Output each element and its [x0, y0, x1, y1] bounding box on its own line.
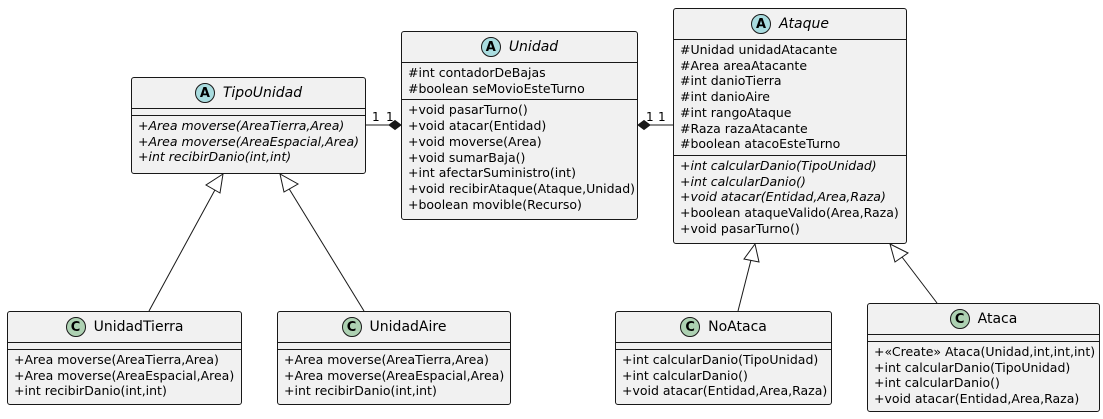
class-name: TipoUnidad	[222, 85, 303, 101]
attribute: #Raza razaAtacante	[680, 120, 808, 136]
method: +void pasarTurno()	[680, 220, 800, 236]
class-header: A TipoUnidad	[132, 78, 365, 109]
class-name: Ataque	[778, 16, 830, 32]
inheritance-arrow-unidadtierra	[205, 172, 224, 194]
attributes-section	[278, 343, 510, 350]
inheritance-line-unidadaire	[287, 186, 365, 312]
class-noataca[interactable]: C NoAtaca +int calcularDanio(TipoUnidad)…	[615, 311, 832, 405]
method: +int calcularDanio()	[622, 367, 748, 383]
method: +void sumarBaja()	[408, 149, 526, 165]
class-name: Unidad	[508, 39, 559, 55]
method: +Area moverse(AreaEspacial,Area)	[14, 367, 235, 383]
inheritance-line-ataca	[901, 256, 938, 304]
methods-section: +int calcularDanio(TipoUnidad) +int calc…	[674, 156, 906, 240]
inheritance-arrow-unidadaire	[279, 173, 300, 193]
attributes-section: #int contadorDeBajas #boolean seMovioEst…	[402, 63, 637, 101]
class-unidadaire[interactable]: C UnidadAire +Area moverse(AreaTierra,Ar…	[277, 311, 511, 405]
method: +void atacar(Entidad,Area,Raza)	[874, 391, 1080, 407]
class-ataca[interactable]: C Ataca +«Create» Ataca(Unidad,int,int,i…	[867, 303, 1100, 412]
method: +void recibirAtaque(Ataque,Unidad)	[408, 180, 636, 196]
multiplicity-unidad-right: 1	[646, 110, 654, 124]
method: +boolean movible(Recurso)	[408, 196, 582, 212]
class-name: NoAtaca	[708, 319, 767, 335]
method: +void atacar(Entidad)	[408, 118, 547, 134]
method: +int calcularDanio(TipoUnidad)	[680, 157, 877, 173]
class-unidadtierra[interactable]: C UnidadTierra +Area moverse(AreaTierra,…	[7, 311, 242, 405]
attribute: #int danioTierra	[680, 73, 782, 89]
method: +int calcularDanio()	[680, 173, 806, 189]
method: +int recibirDanio(int,int)	[284, 383, 437, 399]
method: +int calcularDanio(TipoUnidad)	[622, 352, 819, 367]
abstract-class-icon: A	[194, 83, 215, 103]
inheritance-line-unidadtierra	[148, 187, 217, 312]
method: +int calcularDanio(TipoUnidad)	[874, 359, 1071, 375]
abstract-class-icon: A	[750, 14, 771, 34]
attributes-section: #Unidad unidadAtacante #Area areaAtacant…	[674, 40, 906, 156]
class-header: C UnidadTierra	[8, 312, 241, 343]
method: +Area moverse(AreaTierra,Area)	[138, 118, 345, 133]
attribute: #Unidad unidadAtacante	[680, 42, 838, 57]
class-icon: C	[65, 317, 86, 337]
class-header: C NoAtaca	[616, 312, 831, 343]
method: +Area moverse(AreaTierra,Area)	[14, 352, 219, 367]
method: +int recibirDanio(int,int)	[138, 149, 292, 165]
method: +Area moverse(AreaEspacial,Area)	[284, 367, 505, 383]
attributes-section	[868, 335, 1099, 342]
methods-section: +int calcularDanio(TipoUnidad) +int calc…	[616, 350, 831, 402]
attribute: #boolean seMovioEsteTurno	[408, 80, 585, 96]
class-name: UnidadTierra	[93, 319, 184, 335]
attribute: #int contadorDeBajas	[408, 65, 546, 80]
methods-section: +Area moverse(AreaTierra,Area) +Area mov…	[132, 116, 365, 168]
attribute: #Area areaAtacante	[680, 57, 808, 73]
attribute: #boolean atacoEsteTurno	[680, 136, 841, 152]
methods-section: +void pasarTurno() +void atacar(Entidad)…	[402, 100, 637, 215]
method: +«Create» Ataca(Unidad,int,int,int)	[874, 344, 1096, 359]
method: +boolean ataqueValido(Area,Raza)	[680, 205, 899, 221]
multiplicity-unidad-left: 1	[386, 110, 394, 124]
class-ataque[interactable]: A Ataque #Unidad unidadAtacante #Area ar…	[673, 8, 907, 244]
abstract-class-icon: A	[480, 37, 501, 57]
method: +int afectarSuministro(int)	[408, 165, 576, 181]
class-tipounidad[interactable]: A TipoUnidad +Area moverse(AreaTierra,Ar…	[131, 77, 366, 174]
multiplicity-ataque: 1	[658, 110, 666, 124]
class-header: C Ataca	[868, 304, 1099, 335]
class-icon: C	[680, 317, 701, 337]
composition-diamond-unidad-ataque	[637, 119, 651, 131]
multiplicity-tipounidad: 1	[372, 110, 380, 124]
class-name: UnidadAire	[369, 319, 447, 335]
class-icon: C	[949, 309, 970, 329]
inheritance-arrow-ataca	[889, 243, 909, 263]
method: +void moverse(Area)	[408, 133, 542, 149]
class-header: C UnidadAire	[278, 312, 510, 343]
attributes-section	[132, 109, 365, 116]
attributes-section	[616, 343, 831, 350]
method: +void atacar(Entidad,Area,Raza)	[622, 383, 828, 399]
method: +void pasarTurno()	[408, 102, 528, 118]
class-icon: C	[341, 317, 362, 337]
method: +int calcularDanio()	[874, 375, 1000, 391]
methods-section: +Area moverse(AreaTierra,Area) +Area mov…	[8, 350, 241, 402]
method: +Area moverse(AreaTierra,Area)	[284, 352, 489, 367]
class-header: A Unidad	[402, 32, 637, 63]
class-unidad[interactable]: A Unidad #int contadorDeBajas #boolean s…	[401, 31, 638, 220]
method: +Area moverse(AreaEspacial,Area)	[138, 133, 360, 149]
inheritance-arrow-noataca	[743, 242, 760, 263]
methods-section: +«Create» Ataca(Unidad,int,int,int) +int…	[868, 342, 1099, 410]
class-name: Ataca	[977, 311, 1018, 327]
methods-section: +Area moverse(AreaTierra,Area) +Area mov…	[278, 350, 510, 402]
inheritance-line-noataca	[737, 259, 752, 312]
attributes-section	[8, 343, 241, 350]
method: +void atacar(Entidad,Area,Raza)	[680, 189, 886, 205]
attribute: #int danioAire	[680, 89, 770, 105]
class-header: A Ataque	[674, 9, 906, 40]
attribute: #int rangoAtaque	[680, 104, 792, 120]
method: +int recibirDanio(int,int)	[14, 383, 167, 399]
